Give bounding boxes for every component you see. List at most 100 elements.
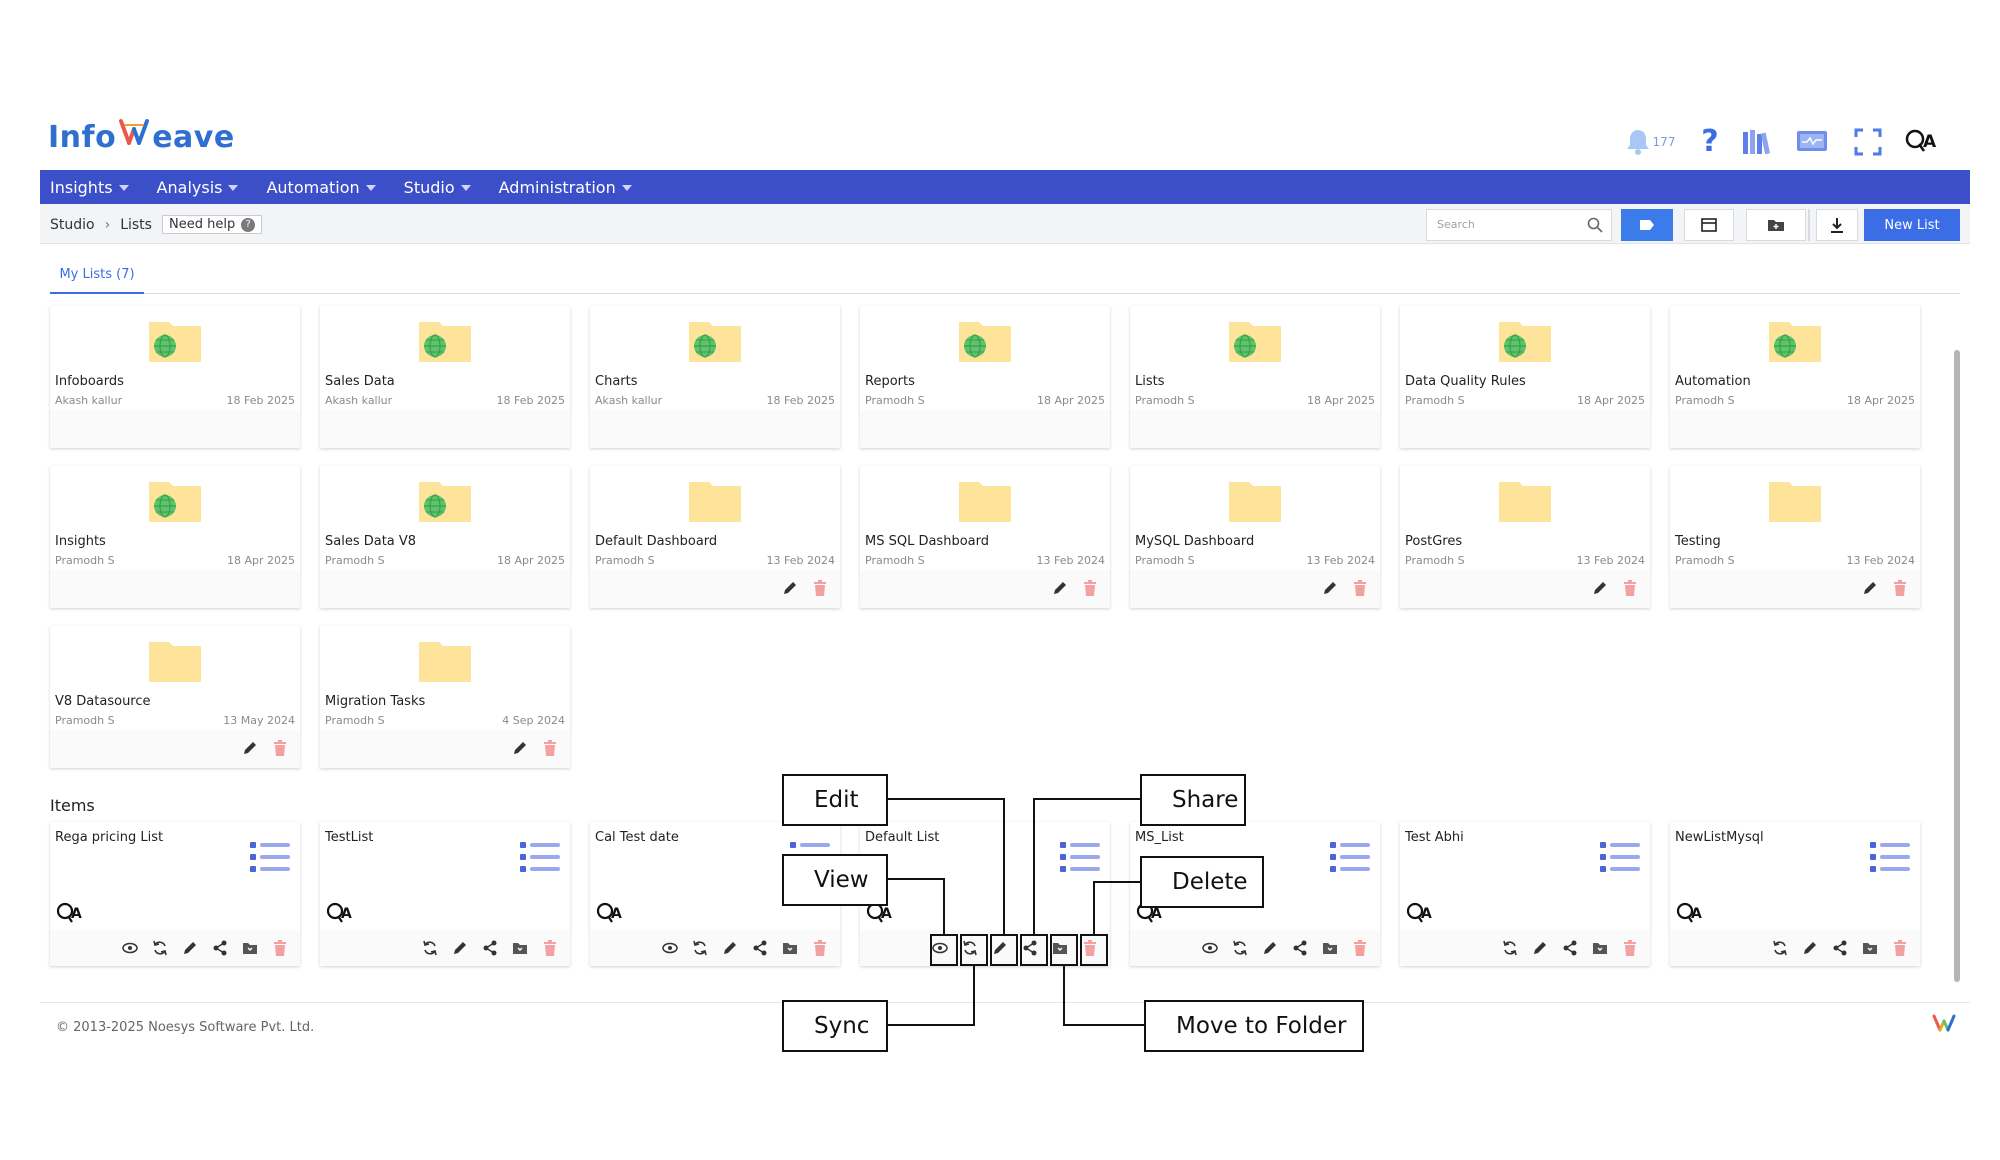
download-button[interactable]	[1816, 209, 1858, 241]
nav-insights[interactable]: Insights	[50, 178, 129, 197]
sync-button[interactable]	[1500, 938, 1520, 958]
share-button[interactable]	[1290, 938, 1310, 958]
edit-button[interactable]	[720, 938, 740, 958]
edit-button[interactable]	[1320, 578, 1340, 598]
need-help-button[interactable]: Need help ?	[161, 215, 263, 234]
folder-card[interactable]: Migration Tasks Pramodh S 4 Sep 2024	[320, 626, 570, 768]
library-button[interactable]	[1738, 124, 1774, 160]
monitor-button[interactable]	[1794, 124, 1830, 160]
folder-card[interactable]: Data Quality Rules Pramodh S 18 Apr 2025	[1400, 306, 1650, 448]
view-toggle-button[interactable]	[1621, 209, 1673, 241]
folder-card[interactable]: V8 Datasource Pramodh S 13 May 2024	[50, 626, 300, 768]
delete-button[interactable]	[270, 938, 290, 958]
folder-card[interactable]: MySQL Dashboard Pramodh S 13 Feb 2024	[1130, 466, 1380, 608]
list-view-button[interactable]	[1684, 209, 1734, 241]
sync-button[interactable]	[690, 938, 710, 958]
folder-name: Default Dashboard	[595, 534, 718, 549]
folder-card[interactable]: Reports Pramodh S 18 Apr 2025	[860, 306, 1110, 448]
folder-card[interactable]: Lists Pramodh S 18 Apr 2025	[1130, 306, 1380, 448]
nav-automation[interactable]: Automation	[266, 178, 376, 197]
new-folder-button[interactable]	[1746, 209, 1806, 241]
edit-button[interactable]	[1800, 938, 1820, 958]
folder-card[interactable]: Infoboards Akash kallur 18 Feb 2025	[50, 306, 300, 448]
folder-card[interactable]: Sales Data V8 Pramodh S 18 Apr 2025	[320, 466, 570, 608]
delete-button[interactable]	[1620, 578, 1640, 598]
help-button[interactable]: ?	[1696, 124, 1724, 160]
view-button[interactable]	[120, 938, 140, 958]
sync-button[interactable]	[960, 938, 980, 958]
search-input[interactable]: Search	[1426, 209, 1612, 241]
folder-name: Charts	[595, 374, 638, 389]
folder-card[interactable]: Testing Pramodh S 13 Feb 2024	[1670, 466, 1920, 608]
edit-button[interactable]	[510, 738, 530, 758]
notifications-button[interactable]: 177	[1622, 124, 1678, 160]
delete-button[interactable]	[1080, 938, 1100, 958]
breadcrumb-studio[interactable]: Studio	[50, 216, 95, 233]
scrollbar[interactable]	[1954, 350, 1960, 982]
delete-button[interactable]	[1890, 938, 1910, 958]
folder-card[interactable]: Default Dashboard Pramodh S 13 Feb 2024	[590, 466, 840, 608]
new-list-button[interactable]: New List	[1864, 209, 1960, 241]
share-button[interactable]	[1020, 938, 1040, 958]
edit-button[interactable]	[780, 578, 800, 598]
share-button[interactable]	[1560, 938, 1580, 958]
folder-card[interactable]: Automation Pramodh S 18 Apr 2025	[1670, 306, 1920, 448]
folder-card[interactable]: PostGres Pramodh S 13 Feb 2024	[1400, 466, 1650, 608]
highlight-move	[1050, 934, 1078, 966]
edit-button[interactable]	[240, 738, 260, 758]
folder-card[interactable]: Insights Pramodh S 18 Apr 2025	[50, 466, 300, 608]
move-button[interactable]	[780, 938, 800, 958]
move-button[interactable]	[1860, 938, 1880, 958]
delete-button[interactable]	[810, 578, 830, 598]
move-button[interactable]	[240, 938, 260, 958]
share-button[interactable]	[750, 938, 770, 958]
move-button[interactable]	[510, 938, 530, 958]
edit-button[interactable]	[1860, 578, 1880, 598]
user-avatar[interactable]: A	[1904, 124, 1940, 160]
view-button[interactable]	[1200, 938, 1220, 958]
sync-button[interactable]	[1230, 938, 1250, 958]
edit-button[interactable]	[1260, 938, 1280, 958]
delete-button[interactable]	[540, 938, 560, 958]
folder-actions	[510, 738, 560, 758]
move-button[interactable]	[1050, 938, 1070, 958]
list-item-card[interactable]: Default List A	[860, 822, 1110, 966]
delete-button[interactable]	[810, 938, 830, 958]
tab-my-lists[interactable]: My Lists (7)	[50, 256, 144, 294]
folder-card[interactable]: Sales Data Akash kallur 18 Feb 2025	[320, 306, 570, 448]
edit-button[interactable]	[1050, 578, 1070, 598]
edit-button[interactable]	[180, 938, 200, 958]
share-button[interactable]	[1830, 938, 1850, 958]
share-button[interactable]	[210, 938, 230, 958]
edit-button[interactable]	[1530, 938, 1550, 958]
view-button[interactable]	[930, 938, 950, 958]
share-button[interactable]	[480, 938, 500, 958]
delete-button[interactable]	[1350, 938, 1370, 958]
move-button[interactable]	[1590, 938, 1610, 958]
delete-button[interactable]	[540, 738, 560, 758]
edit-button[interactable]	[1590, 578, 1610, 598]
fullscreen-button[interactable]	[1852, 124, 1884, 160]
list-item-card[interactable]: TestList A	[320, 822, 570, 966]
list-item-card[interactable]: Test Abhi A	[1400, 822, 1650, 966]
delete-button[interactable]	[1890, 578, 1910, 598]
nav-analysis[interactable]: Analysis	[157, 178, 239, 197]
nav-studio[interactable]: Studio	[404, 178, 471, 197]
list-item-card[interactable]: Rega pricing List A	[50, 822, 300, 966]
delete-button[interactable]	[1350, 578, 1370, 598]
sync-button[interactable]	[420, 938, 440, 958]
edit-button[interactable]	[990, 938, 1010, 958]
edit-button[interactable]	[450, 938, 470, 958]
move-button[interactable]	[1320, 938, 1340, 958]
sync-button[interactable]	[150, 938, 170, 958]
sync-button[interactable]	[1770, 938, 1790, 958]
nav-administration[interactable]: Administration	[499, 178, 632, 197]
delete-button[interactable]	[1080, 578, 1100, 598]
view-button[interactable]	[660, 938, 680, 958]
folder-card[interactable]: MS SQL Dashboard Pramodh S 13 Feb 2024	[860, 466, 1110, 608]
list-item-card[interactable]: NewListMysql A	[1670, 822, 1920, 966]
delete-button[interactable]	[1620, 938, 1640, 958]
delete-button[interactable]	[270, 738, 290, 758]
folder-card[interactable]: Charts Akash kallur 18 Feb 2025	[590, 306, 840, 448]
caret-down-icon	[621, 185, 632, 191]
